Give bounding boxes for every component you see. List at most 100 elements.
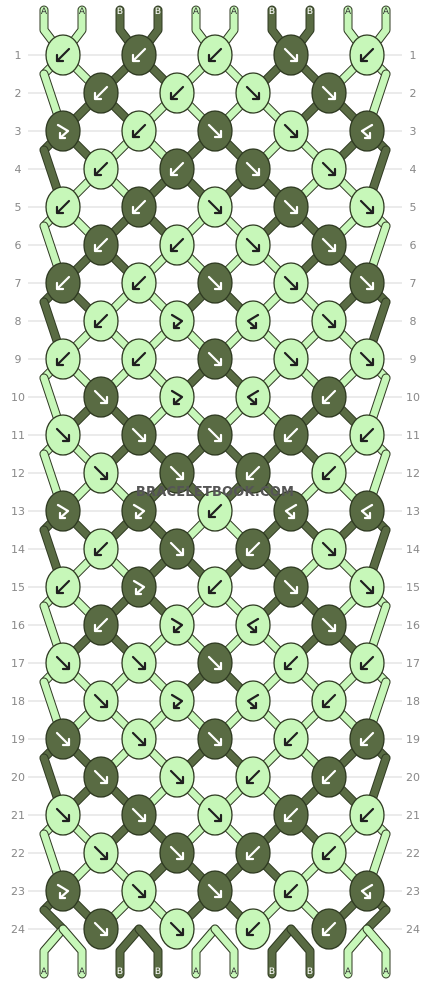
- knot: [83, 908, 119, 950]
- knot-oval: [273, 490, 309, 532]
- row-label-right: 5: [410, 201, 417, 214]
- knot: [45, 186, 81, 228]
- knot: [197, 566, 233, 608]
- row-label-right: 8: [410, 315, 417, 328]
- knot-arrow-icon: [131, 807, 147, 823]
- row-label-left: 13: [11, 505, 25, 518]
- knot-arrow-icon: [207, 807, 223, 823]
- knot-arrow-icon: [131, 199, 147, 215]
- knot-arrow-icon: [207, 731, 223, 747]
- bottom-string-label: B: [307, 967, 313, 977]
- knot-arrow-icon: [283, 351, 299, 367]
- knot-arrow-icon: [55, 655, 71, 671]
- knot-oval: [159, 680, 195, 722]
- knot: [83, 604, 119, 646]
- knot: [273, 490, 309, 532]
- knot-arrow-icon: [131, 427, 147, 443]
- knot-arrow-icon: [93, 389, 109, 405]
- top-string-label: A: [231, 7, 238, 17]
- row-label-right: 24: [406, 923, 420, 936]
- knot-arrow-icon: [360, 123, 374, 140]
- knot-arrow-icon: [246, 617, 260, 634]
- knot-arrow-icon: [321, 465, 337, 481]
- knot: [273, 338, 309, 380]
- knot-arrow-icon: [55, 427, 71, 443]
- knot: [45, 110, 81, 152]
- bottom-string-label: B: [269, 967, 275, 977]
- knot-oval: [121, 490, 157, 532]
- knot: [45, 490, 81, 532]
- knot-arrow-icon: [283, 199, 299, 215]
- row-label-right: 18: [406, 695, 420, 708]
- knot: [235, 452, 271, 494]
- knot-arrow-icon: [207, 427, 223, 443]
- knot-arrow-icon: [283, 883, 299, 899]
- row-label-right: 19: [406, 733, 420, 746]
- knot-arrow-icon: [131, 351, 147, 367]
- knot: [311, 452, 347, 494]
- knot: [121, 186, 157, 228]
- knot-arrow-icon: [170, 693, 184, 710]
- knot-arrow-icon: [56, 503, 70, 520]
- knot-arrow-icon: [93, 541, 109, 557]
- knot-arrow-icon: [321, 693, 337, 709]
- knot: [83, 148, 119, 190]
- knot: [197, 642, 233, 684]
- knot: [349, 566, 385, 608]
- knot-arrow-icon: [207, 47, 223, 63]
- row-label-right: 10: [406, 391, 420, 404]
- knot-arrow-icon: [207, 351, 223, 367]
- bottom-string-label: A: [383, 967, 390, 977]
- knot: [311, 148, 347, 190]
- knot-arrow-icon: [245, 161, 261, 177]
- row-label-left: 10: [11, 391, 25, 404]
- row-label-right: 17: [406, 657, 420, 670]
- row-label-right: 13: [406, 505, 420, 518]
- bottom-string-label: A: [231, 967, 238, 977]
- knot: [197, 718, 233, 760]
- knot-arrow-icon: [245, 237, 261, 253]
- bottom-strand: [268, 925, 295, 978]
- knot-arrow-icon: [132, 503, 146, 520]
- knot-arrow-icon: [169, 541, 185, 557]
- knot-oval: [45, 110, 81, 152]
- knot-arrow-icon: [321, 541, 337, 557]
- row-label-right: 20: [406, 771, 420, 784]
- row-label-right: 2: [410, 87, 417, 100]
- top-string-label: A: [193, 7, 200, 17]
- bottom-strand: [287, 925, 314, 978]
- bottom-strand: [192, 925, 219, 978]
- knot-arrow-icon: [170, 313, 184, 330]
- knot-arrow-icon: [207, 503, 223, 519]
- top-string-label: A: [79, 7, 86, 17]
- knot: [159, 756, 195, 798]
- row-label-left: 3: [15, 125, 22, 138]
- knot-oval: [159, 604, 195, 646]
- knot: [197, 262, 233, 304]
- knot-arrow-icon: [55, 807, 71, 823]
- knot-arrow-icon: [207, 275, 223, 291]
- row-label-right: 3: [410, 125, 417, 138]
- row-label-right: 14: [406, 543, 420, 556]
- row-label-left: 1: [15, 49, 22, 62]
- knot-arrow-icon: [207, 123, 223, 139]
- knot: [159, 832, 195, 874]
- knot-arrow-icon: [131, 275, 147, 291]
- knot-arrow-icon: [359, 655, 375, 671]
- knot: [45, 338, 81, 380]
- knot: [349, 718, 385, 760]
- knot: [121, 566, 157, 608]
- knot: [45, 870, 81, 912]
- knot-arrow-icon: [93, 85, 109, 101]
- knot: [311, 756, 347, 798]
- knot-oval: [349, 110, 385, 152]
- knot: [197, 490, 233, 532]
- knot: [83, 300, 119, 342]
- knot-arrow-icon: [55, 351, 71, 367]
- knot-arrow-icon: [93, 845, 109, 861]
- knot: [197, 794, 233, 836]
- knot-arrow-icon: [321, 237, 337, 253]
- knot-arrow-icon: [359, 47, 375, 63]
